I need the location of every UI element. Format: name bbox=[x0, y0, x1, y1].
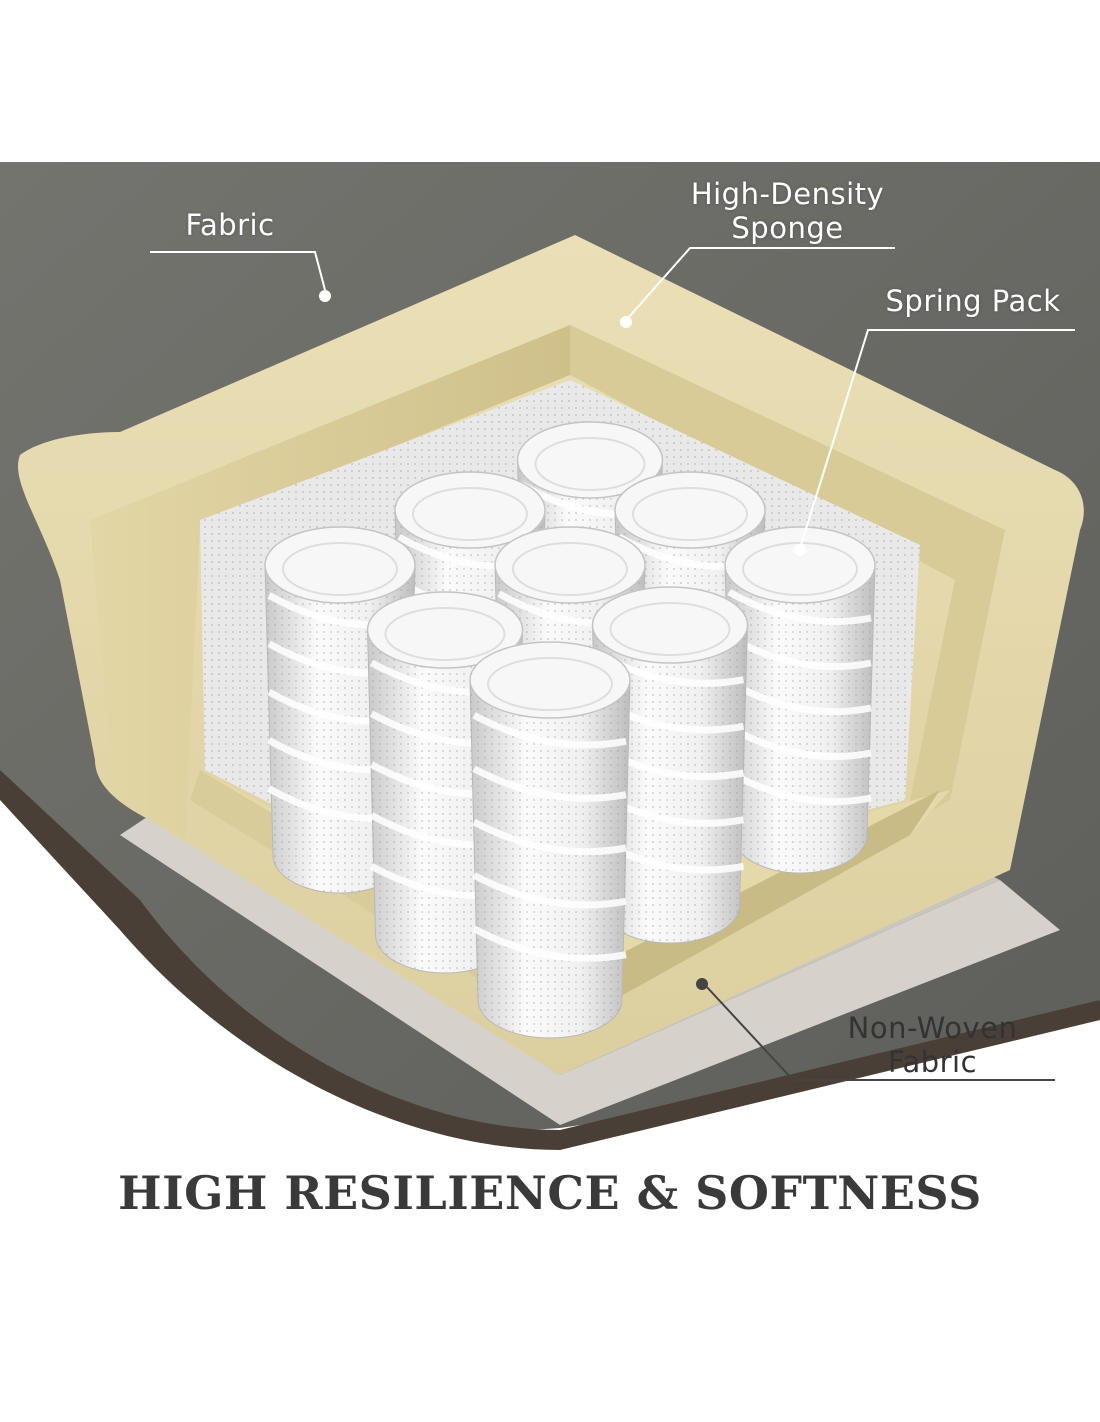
label-non-woven-fabric: Non-Woven Fabric bbox=[820, 1011, 1045, 1079]
label-nonwoven-line-2: Fabric bbox=[887, 1045, 978, 1079]
label-high-density-sponge: High-Density Sponge bbox=[680, 177, 895, 245]
coil-spring bbox=[724, 526, 876, 874]
label-fabric-line: Fabric bbox=[185, 208, 275, 242]
headline: HIGH RESILIENCE & SOFTNESS bbox=[118, 1166, 982, 1220]
label-spring-pack: Spring Pack bbox=[868, 284, 1078, 318]
coil-spring bbox=[469, 641, 631, 1039]
label-sponge-line-2: Sponge bbox=[731, 211, 844, 245]
label-sponge-line-1: High-Density bbox=[690, 177, 885, 211]
sponge-inner-back-right bbox=[570, 325, 1005, 825]
leader-line-sponge bbox=[627, 247, 895, 319]
mattress-edge bbox=[0, 770, 1100, 1150]
leader-line-fabric bbox=[150, 251, 326, 291]
leader-dot-fabric bbox=[319, 290, 331, 302]
spring-pack bbox=[264, 421, 876, 1039]
leader-line-spring bbox=[799, 329, 1075, 549]
label-fabric: Fabric bbox=[150, 208, 310, 242]
leader-dot-sponge bbox=[620, 316, 632, 328]
label-nonwoven-line-1: Non-Woven bbox=[847, 1011, 1018, 1045]
sponge-inner-back-left bbox=[90, 325, 570, 840]
leader-line-nonwoven bbox=[704, 984, 1055, 1081]
callout-leaders bbox=[150, 247, 1075, 549]
leader-dot-nonwoven bbox=[696, 978, 708, 990]
label-spring-line: Spring Pack bbox=[885, 284, 1061, 318]
leader-dot-spring bbox=[794, 544, 806, 556]
non-woven-fabric-layer bbox=[120, 815, 1060, 1125]
